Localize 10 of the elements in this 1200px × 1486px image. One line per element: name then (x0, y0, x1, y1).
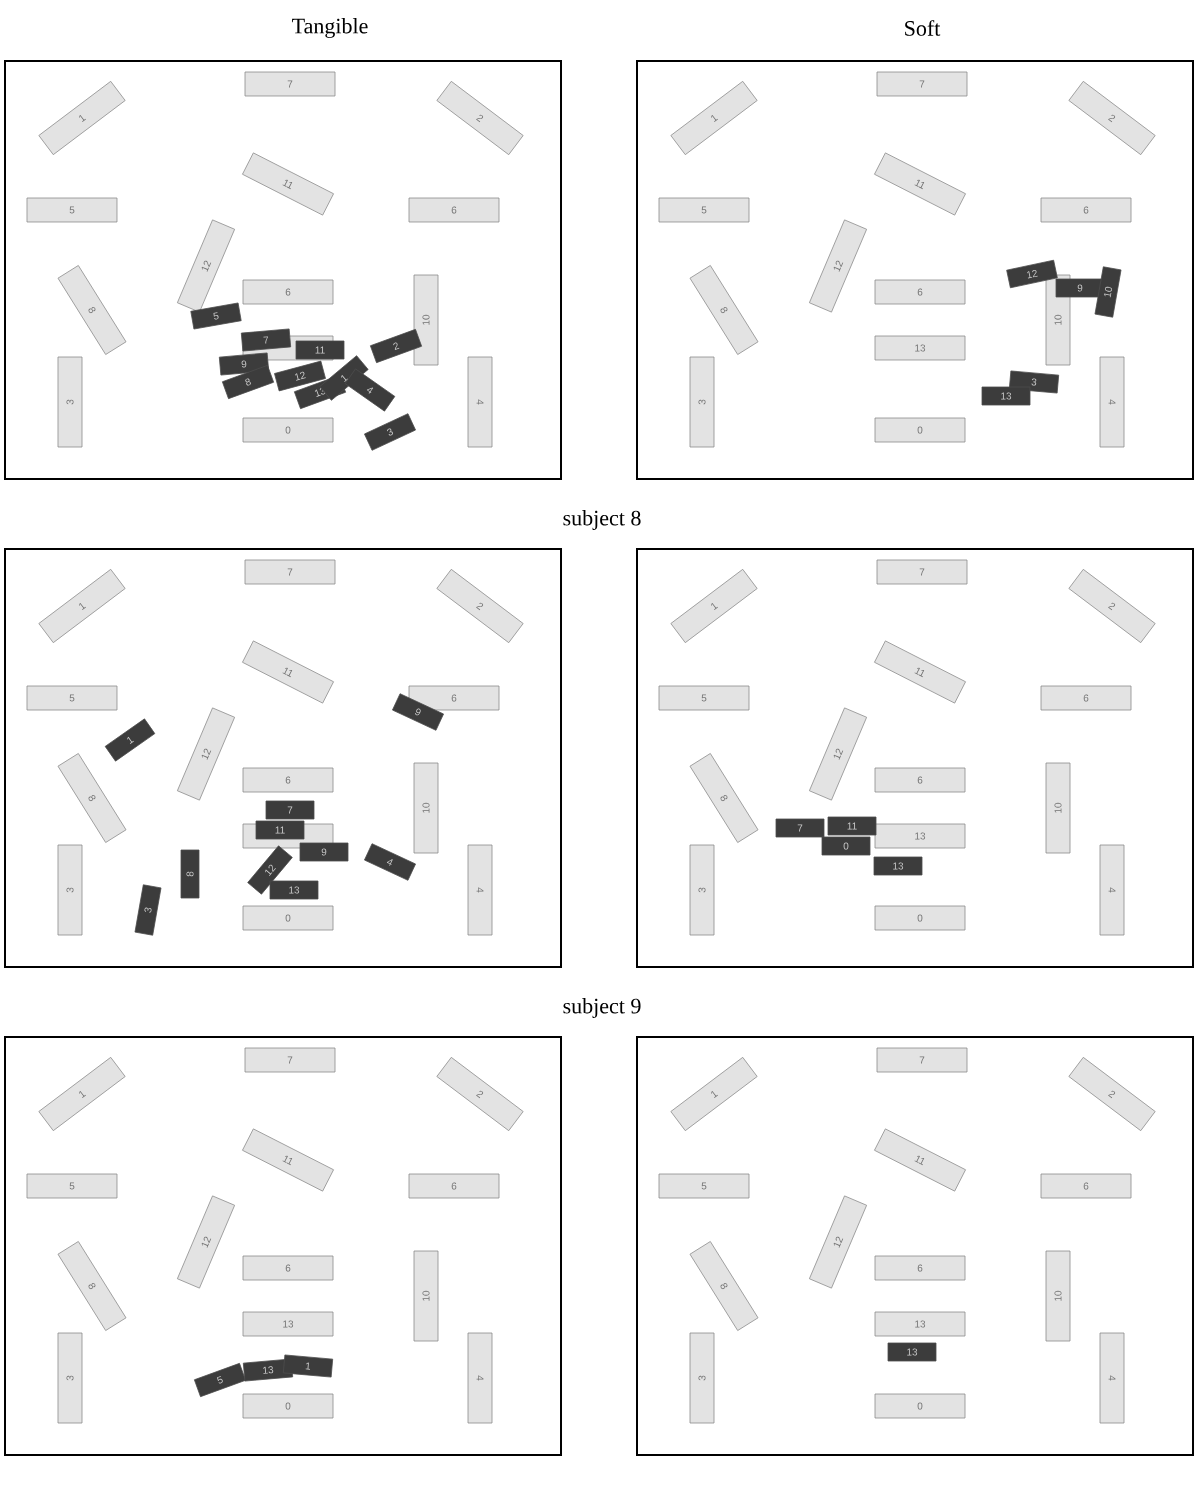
panel-frame (4, 60, 562, 480)
panel-frame (636, 548, 1194, 968)
panel-frame (636, 60, 1194, 480)
panel-frame (636, 1036, 1194, 1456)
panel-heading: subject 8 (563, 510, 641, 530)
panel-heading: Soft (905, 20, 941, 36)
panel-frame (4, 548, 562, 968)
panel-heading: subject 9 (563, 998, 641, 1018)
panel-frame (4, 1036, 562, 1456)
panel-heading: Tangible (292, 18, 368, 38)
